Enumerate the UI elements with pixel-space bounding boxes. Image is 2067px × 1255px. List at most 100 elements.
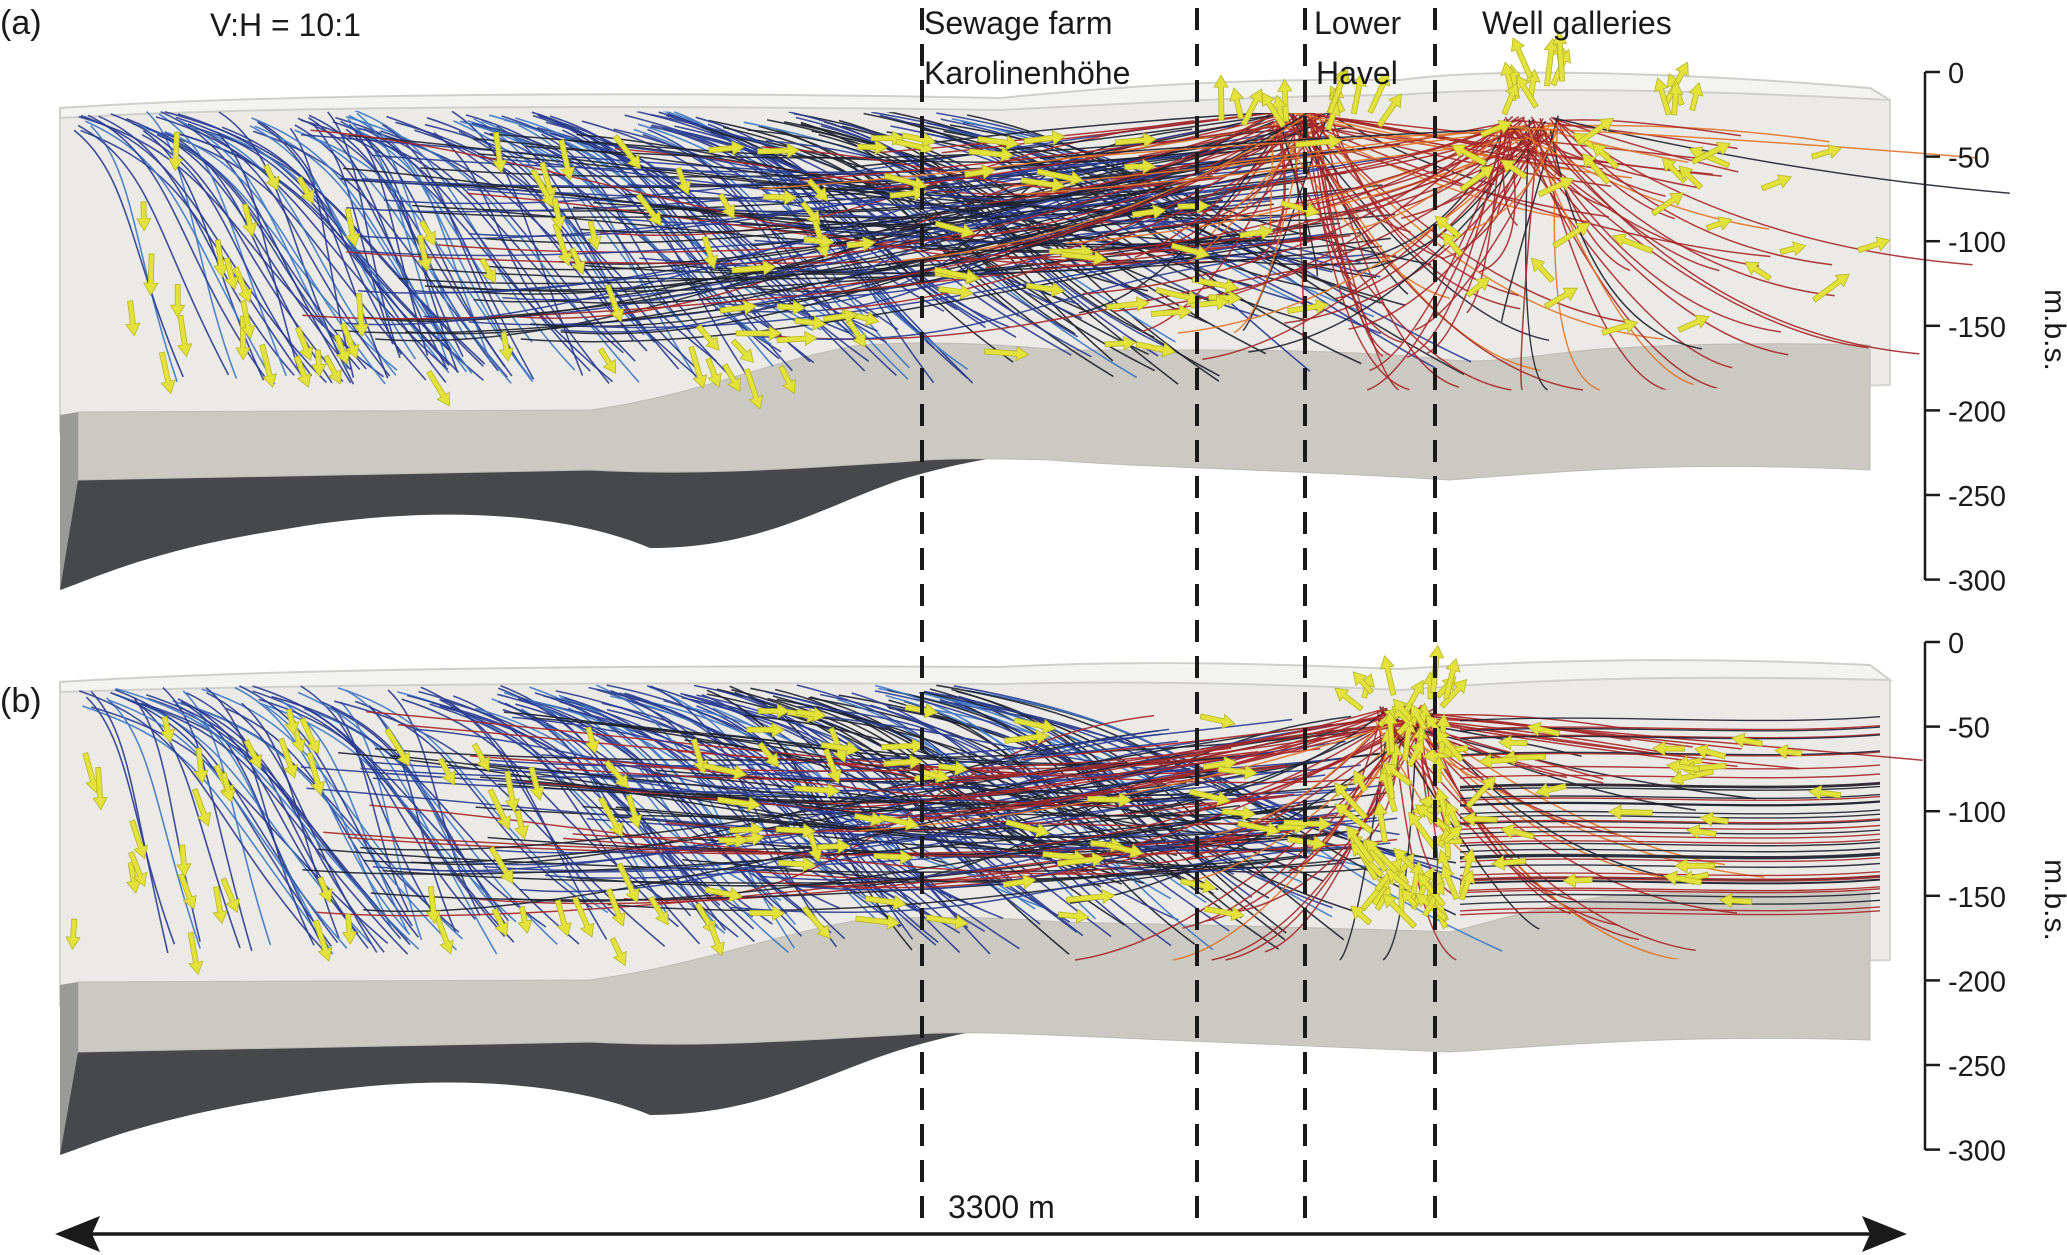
depth-ticks-a: 0-50-100-150-200-250-300: [1925, 58, 2006, 598]
velocity-arrow: [187, 931, 204, 976]
top-surface-a: [59, 71, 1891, 120]
streamline: [990, 122, 1320, 233]
depth-a-tick-label: -300: [1948, 566, 2006, 598]
streamline: [520, 738, 1214, 893]
velocity-arrow: [1653, 77, 1672, 116]
streamline: [1520, 130, 1539, 391]
depth-unit-b: m.b.s.: [2038, 859, 2067, 941]
velocity-arrow: [1155, 287, 1202, 306]
scale-length-label: 3300 m: [948, 1189, 1055, 1225]
velocity-arrow: [299, 717, 321, 755]
velocity-arrow: [1491, 855, 1527, 871]
label-havel: Havel: [1316, 55, 1398, 91]
streamline: [105, 697, 201, 949]
velocity-arrow: [176, 844, 192, 878]
streamline: [593, 721, 1243, 797]
panel-a-label: (a): [0, 4, 42, 42]
streamline: [1459, 813, 1881, 819]
velocity-arrow: [1688, 81, 1704, 112]
streamline: [1287, 111, 1409, 295]
streamline: [140, 702, 411, 946]
velocity-arrow: [1674, 858, 1716, 874]
velocity-arrow: [416, 234, 433, 273]
streamline: [1278, 119, 1319, 277]
streamline: [808, 696, 1280, 950]
velocity-arrow: [1213, 74, 1229, 121]
streamline: [225, 707, 420, 938]
streamline: [1532, 127, 1720, 272]
velocity-arrow: [1652, 740, 1686, 757]
streamline: [187, 123, 391, 377]
velocity-arrow: [1191, 276, 1240, 294]
streamline: [750, 255, 1276, 341]
velocity-arrow: [1744, 261, 1772, 282]
velocity-arrow: [1443, 657, 1461, 700]
velocity-arrow: [530, 168, 555, 208]
velocity-arrow: [1439, 678, 1468, 709]
streamline: [1500, 115, 1559, 322]
velocity-arrow: [1500, 159, 1528, 180]
streamline: [1459, 750, 1881, 756]
streamline: [194, 127, 486, 365]
streamline: [470, 747, 1232, 772]
velocity-arrow: [749, 905, 786, 921]
streamline: [1522, 118, 1782, 333]
velocity-arrow: [498, 331, 514, 362]
depth-b-tick-label: -250: [1948, 1051, 2006, 1083]
velocity-arrow: [1516, 74, 1539, 109]
streamline: [424, 218, 1230, 291]
streamline: [249, 125, 417, 360]
velocity-arrow: [937, 284, 974, 300]
depth-b-tick-label: -300: [1948, 1136, 2006, 1168]
velocity-arrow: [1498, 734, 1528, 751]
velocity-arrow: [855, 914, 901, 930]
streamline: [1526, 126, 1694, 386]
velocity-arrow: [167, 131, 184, 172]
streamline: [1459, 888, 1881, 894]
streamline: [79, 690, 328, 955]
label-karolinenhoehe: Karolinenhöhe: [924, 55, 1130, 91]
streamline: [701, 126, 1014, 363]
velocity-arrow: [1056, 851, 1106, 868]
velocity-arrow: [1543, 37, 1559, 87]
velocity-arrow: [1510, 37, 1534, 79]
streamline: [1459, 773, 1881, 779]
streamline: [180, 700, 323, 946]
streamline: [252, 130, 508, 378]
velocity-arrow: [1611, 233, 1654, 254]
streamline: [1127, 118, 1276, 164]
streamline: [158, 113, 287, 376]
streamline: [77, 124, 230, 376]
streamline: [799, 119, 1313, 181]
streamline: [1459, 781, 1881, 788]
streamline: [888, 706, 1427, 790]
label-lower: Lower: [1314, 5, 1402, 41]
streamline: [544, 774, 1326, 880]
streamline: [875, 116, 1275, 190]
velocity-arrow: [701, 762, 748, 780]
streamline: [1459, 801, 1881, 807]
velocity-arrow: [1537, 176, 1575, 198]
streamline: [572, 765, 1290, 839]
velocity-arrow: [708, 140, 746, 156]
depth-b-tick-label: -100: [1948, 797, 2006, 829]
depth-a-tick-label: -150: [1948, 312, 2006, 344]
velocity-arrow: [1808, 785, 1842, 801]
velocity-arrow: [823, 748, 842, 784]
velocity-arrow: [491, 907, 509, 937]
velocity-arrow: [212, 886, 228, 925]
velocity-arrow: [1686, 823, 1717, 840]
velocity-arrow: [1271, 94, 1287, 127]
velocity-arrow: [933, 266, 980, 284]
streamline: [530, 204, 1219, 328]
streamline: [869, 713, 1424, 821]
velocity-arrow: [341, 913, 358, 945]
streamline: [1195, 707, 1400, 846]
streamline: [509, 791, 1395, 903]
velocity-arrow: [487, 788, 511, 831]
discharge-arrows-a: [1213, 30, 1704, 131]
streamline: [712, 707, 927, 882]
velocity-arrow: [1650, 192, 1685, 217]
velocity-arrow: [1287, 298, 1330, 315]
velocity-arrow: [1376, 93, 1402, 128]
